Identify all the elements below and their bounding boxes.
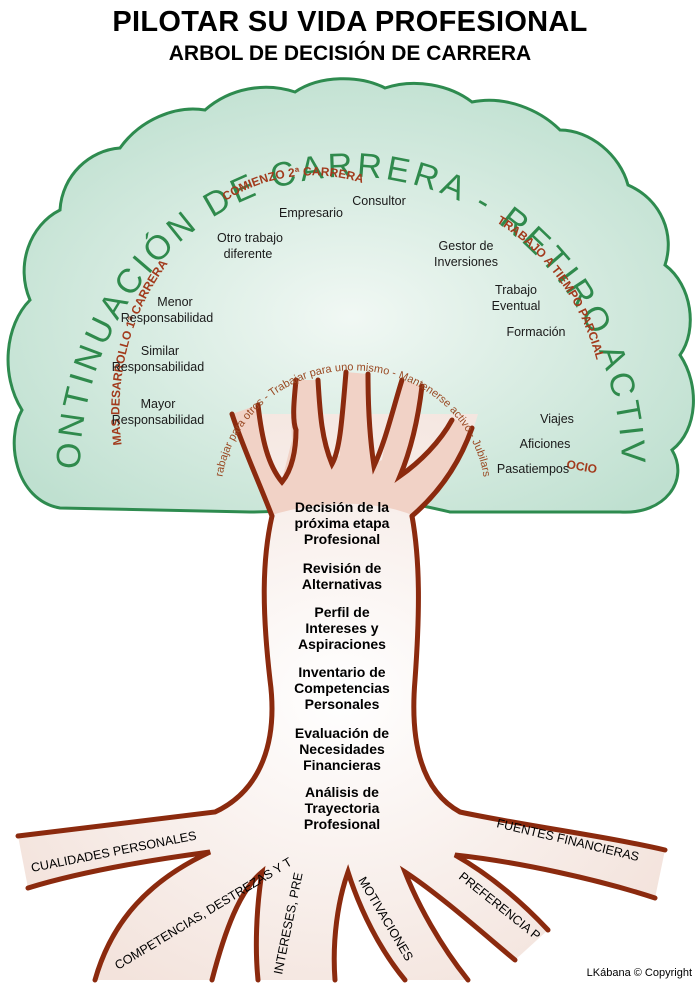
svg-text:Responsabilidad: Responsabilidad [112,360,204,374]
svg-text:Gestor de: Gestor de [439,239,494,253]
options-first-career: Menor Responsabilidad Similar Responsabi… [112,295,213,427]
svg-text:Pasatiempos: Pasatiempos [497,462,569,476]
trunk-step-5-line-1: Evaluación de [295,725,389,741]
trunk-step-1-line-2: próxima etapa [295,515,390,531]
svg-text:Mayor: Mayor [141,397,176,411]
svg-text:Consultor: Consultor [352,194,406,208]
option-more-responsibility-a: Mayor [141,397,176,411]
trunk-step-1-line-3: Profesional [304,531,380,547]
option-entrepreneur: Empresario [279,206,343,220]
svg-text:Inversiones: Inversiones [434,255,498,269]
trunk-step-4-line-3: Personales [305,696,380,712]
svg-text:Formación: Formación [506,325,565,339]
option-hobbies: Aficiones [520,437,571,451]
svg-text:Similar: Similar [141,344,179,358]
svg-text:Responsabilidad: Responsabilidad [112,413,204,427]
option-less-responsibility-b: Responsabilidad [121,311,213,325]
trunk-step-3-line-2: Intereses y [305,620,378,636]
trunk-step-5-line-2: Necesidades [299,741,385,757]
trunk-step-4-line-2: Competencias [294,680,390,696]
option-other-job-b: diferente [224,247,273,261]
svg-text:Responsabilidad: Responsabilidad [121,311,213,325]
trunk-step-3-line-3: Aspiraciones [298,636,386,652]
branch-label-leisure: OCIO [565,457,598,476]
trunk-step-2-line-2: Alternativas [302,576,382,592]
main-title: PILOTAR SU VIDA PROFESIONAL [112,6,588,38]
option-temporary-job-a: Trabajo [495,283,537,297]
trunk-step-6-line-1: Análisis de [305,784,379,800]
svg-text:Eventual: Eventual [492,299,541,313]
svg-text:Aficiones: Aficiones [520,437,571,451]
svg-text:Viajes: Viajes [540,412,574,426]
trunk-step-3-line-1: Perfil de [314,604,369,620]
trunk-branches [229,369,475,519]
trunk-step-6-line-3: Profesional [304,816,380,832]
trunk-outline [15,513,668,983]
subtitle: ARBOL DE DECISIÓN DE CARRERA [168,42,532,65]
option-less-responsibility-a: Menor [157,295,192,309]
option-pastimes: Pasatiempos [497,462,569,476]
option-investment-manager-a: Gestor de [439,239,494,253]
svg-text:Trabajo: Trabajo [495,283,537,297]
option-similar-responsibility-b: Responsabilidad [112,360,204,374]
trunk-shape [18,414,665,980]
options-leisure: Viajes Aficiones Pasatiempos [497,412,574,476]
canopy-shape [6,77,695,514]
option-other-job-a: Otro trabajo [217,231,283,245]
trunk-step-1-line-1: Decisión de la [295,499,389,515]
option-more-responsibility-b: Responsabilidad [112,413,204,427]
svg-text:diferente: diferente [224,247,273,261]
svg-text:Empresario: Empresario [279,206,343,220]
trunk-step-4-line-1: Inventario de [298,664,385,680]
option-temporary-job-b: Eventual [492,299,541,313]
svg-text:Menor: Menor [157,295,192,309]
trunk-step-2-line-1: Revisión de [303,560,382,576]
option-investment-manager-b: Inversiones [434,255,498,269]
option-training: Formación [506,325,565,339]
copyright: LKábana © Copyright [586,967,692,979]
options-part-time: Gestor de Inversiones Trabajo Eventual F… [434,239,566,339]
svg-text:Otro trabajo: Otro trabajo [217,231,283,245]
option-travel: Viajes [540,412,574,426]
trunk-step-6-line-2: Trayectoria [305,800,380,816]
option-similar-responsibility-a: Similar [141,344,179,358]
trunk-step-5-line-3: Financieras [303,757,381,773]
option-consultant: Consultor [352,194,406,208]
options-second-career: Otro trabajo diferente Empresario Consul… [217,194,406,261]
